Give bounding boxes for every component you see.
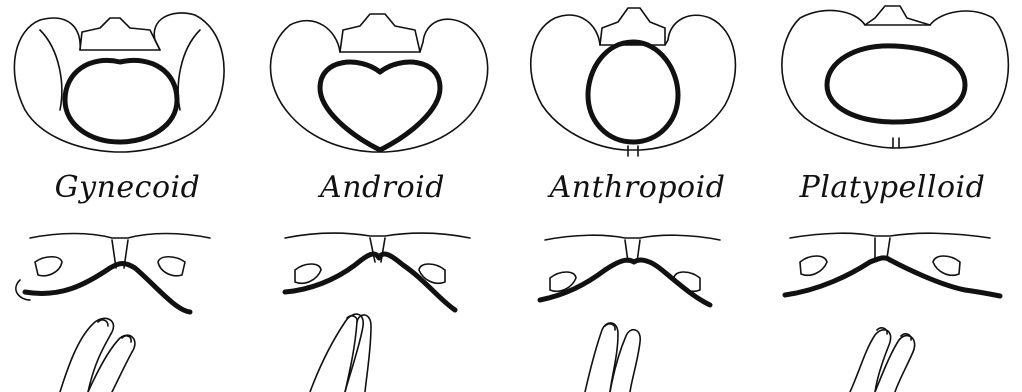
- label-gynecoid: Gynecoid: [0, 170, 255, 205]
- platypelloid-inlet-shape: [827, 46, 965, 122]
- platypelloid-pelvis-outline: [782, 6, 1009, 148]
- label-android: Android: [255, 170, 510, 205]
- anthropoid-inlet-shape: [588, 42, 678, 142]
- label-anthropoid: Anthropoid: [510, 170, 765, 205]
- android-inlet-shape: [320, 62, 440, 150]
- gynecoid-examining-fingers: [60, 318, 135, 392]
- label-platypelloid: Platypelloid: [765, 170, 1020, 205]
- android-subpubic-arch: [285, 233, 470, 310]
- anthropoid-examining-fingers: [585, 323, 640, 392]
- anthropoid-subpubic-arch: [540, 235, 720, 305]
- android-examining-fingers: [310, 314, 371, 392]
- gynecoid-subpubic-arch: [16, 234, 210, 313]
- gynecoid-inlet-shape: [65, 60, 177, 142]
- gynecoid-pelvis-outline: [14, 13, 224, 152]
- android-pelvis-outline: [270, 14, 487, 152]
- panel-android: Android: [255, 0, 510, 392]
- platypelloid-subpubic-arch: [785, 233, 1000, 296]
- panel-anthropoid: Anthropoid: [510, 0, 765, 392]
- anthropoid-pelvis-outline: [531, 8, 736, 156]
- platypelloid-examining-fingers: [850, 328, 915, 392]
- panel-platypelloid: Platypelloid: [765, 0, 1020, 392]
- panel-gynecoid: Gynecoid: [0, 0, 255, 392]
